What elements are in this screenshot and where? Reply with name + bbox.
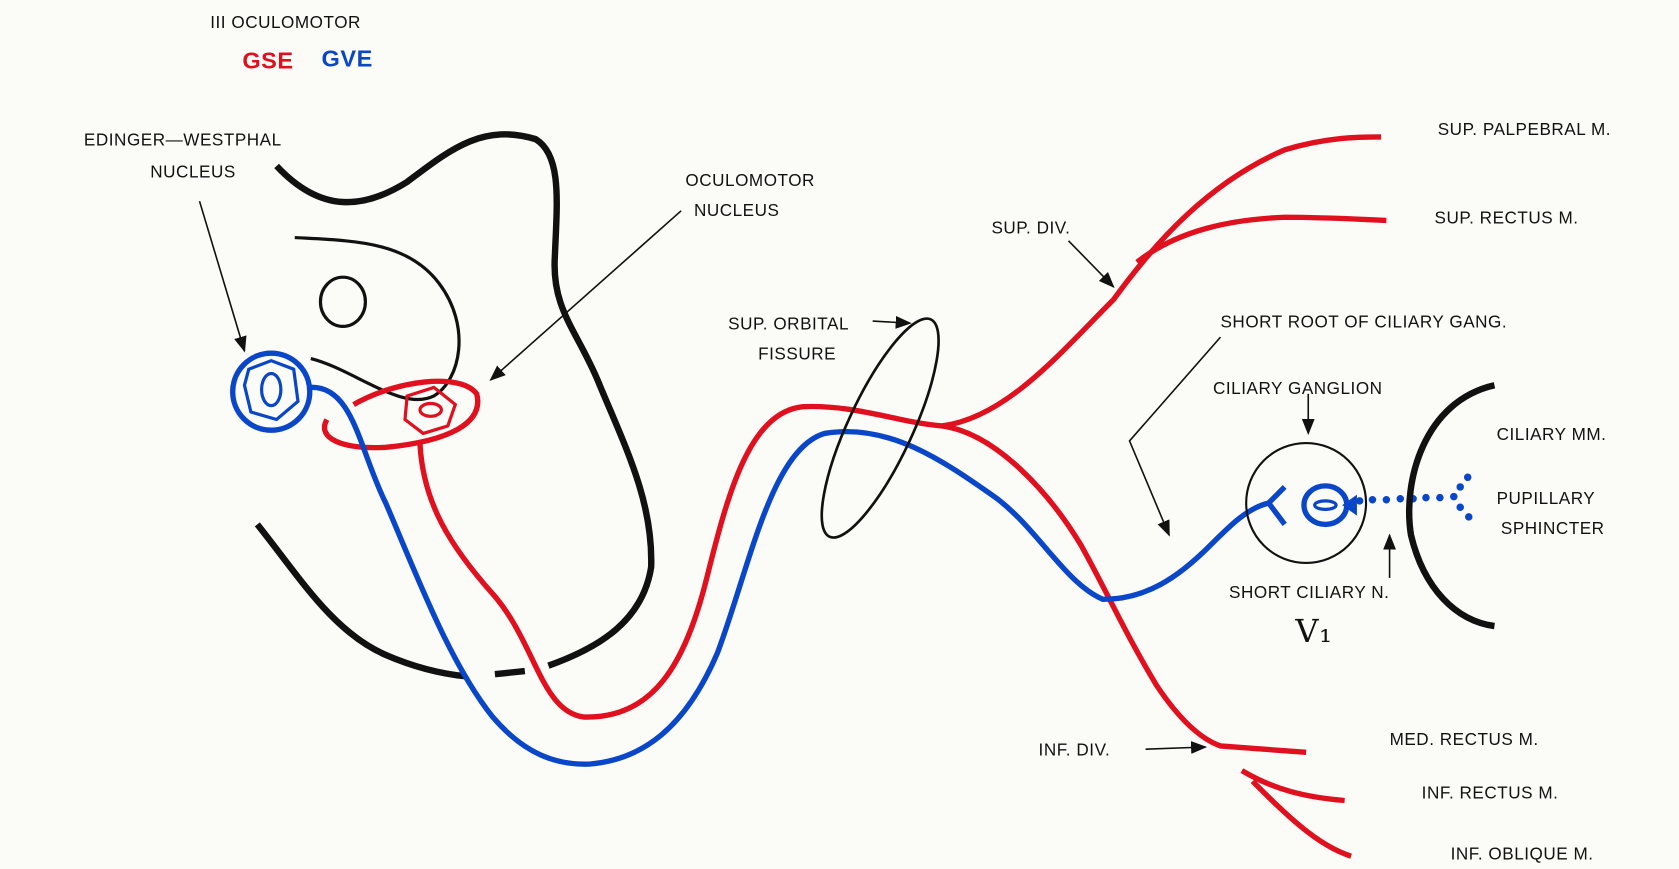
edinger-westphal-nucleus bbox=[230, 350, 313, 433]
label-ciliary-ganglion: CILIARY GANGLION bbox=[1213, 379, 1383, 398]
gse-nerve bbox=[417, 134, 1387, 859]
label-sphincter: SPHINCTER bbox=[1501, 519, 1605, 538]
legend-gve: GVE bbox=[322, 45, 373, 71]
label-on-1: OCULOMOTOR bbox=[685, 171, 815, 190]
legend-gse: GSE bbox=[242, 47, 293, 73]
label-inf-div: INF. DIV. bbox=[1039, 741, 1111, 760]
ciliary-muscle-arc bbox=[1405, 382, 1496, 630]
label-short-ciliary: SHORT CILIARY N. bbox=[1229, 583, 1389, 602]
label-on-2: NUCLEUS bbox=[694, 201, 780, 220]
label-inf-oblique: INF. OBLIQUE M. bbox=[1451, 844, 1594, 863]
ciliary-ganglion-outline bbox=[1245, 441, 1368, 564]
label-ew-1: EDINGER—WESTPHAL bbox=[84, 131, 282, 150]
superior-orbital-fissure bbox=[820, 317, 940, 539]
brainstem-outline bbox=[254, 131, 655, 680]
label-sup-div: SUP. DIV. bbox=[991, 218, 1070, 237]
label-short-root: SHORT ROOT OF CILIARY GANG. bbox=[1220, 312, 1507, 331]
label-ew-2: NUCLEUS bbox=[150, 163, 236, 182]
label-med-rectus: MED. RECTUS M. bbox=[1390, 730, 1539, 749]
label-sof-2: FISSURE bbox=[758, 345, 836, 364]
label-sup-palpebral: SUP. PALPEBRAL M. bbox=[1438, 120, 1611, 139]
oculomotor-nucleus bbox=[322, 378, 481, 451]
label-sup-rectus: SUP. RECTUS M. bbox=[1435, 209, 1579, 228]
label-pupillary: PUPILLARY bbox=[1497, 489, 1596, 508]
pointer-arrows bbox=[198, 200, 1397, 754]
diagram-title: III OCULOMOTOR bbox=[210, 13, 361, 32]
label-ciliary-mm: CILIARY MM. bbox=[1497, 425, 1607, 444]
gve-nerve bbox=[309, 384, 1357, 767]
label-sof-1: SUP. ORBITAL bbox=[728, 315, 849, 334]
short-ciliary-dots bbox=[1355, 473, 1473, 521]
handwritten-v1: V₁ bbox=[1294, 612, 1332, 650]
label-inf-rectus: INF. RECTUS M. bbox=[1422, 783, 1559, 802]
